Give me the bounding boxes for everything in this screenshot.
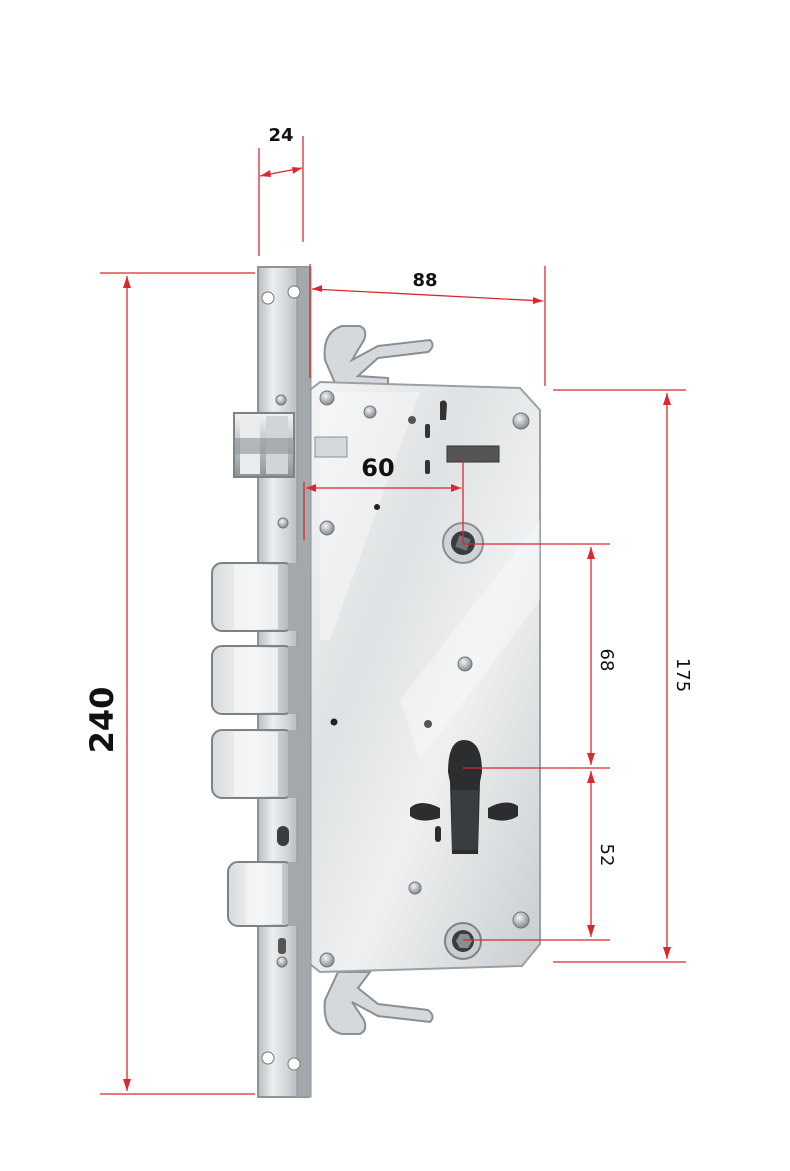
- dim-label-68: 68: [596, 649, 617, 672]
- arrow-60-right: [451, 484, 461, 492]
- case-screw-top-right: [512, 412, 530, 430]
- small-hole: [374, 504, 380, 510]
- faceplate-hole: [287, 1057, 301, 1071]
- faceplate-hole-oval: [277, 826, 289, 846]
- arrow-68-bottom: [587, 753, 595, 765]
- deadbolt-2: [211, 645, 302, 715]
- dim-label-240: 240: [83, 687, 121, 754]
- faceplate-screw: [277, 517, 289, 529]
- dim-label-60: 60: [361, 454, 394, 482]
- dim-label-88: 88: [412, 270, 437, 291]
- deadbolt-3: [211, 729, 302, 799]
- arrow-175-top: [663, 393, 671, 405]
- lock-body: [211, 266, 541, 1098]
- dim-label-52: 52: [596, 844, 617, 867]
- slot: [425, 424, 430, 438]
- dimension-arrowheads: [123, 167, 671, 1091]
- case-screw-top-left: [319, 390, 335, 406]
- arrow-175-bottom: [663, 947, 671, 959]
- arrow-24-left: [260, 170, 271, 177]
- deadbolt-1: [211, 562, 302, 632]
- arrow-240-top: [123, 276, 131, 288]
- case-screw-bottom-right: [512, 911, 530, 929]
- faceplate-hole: [261, 1051, 275, 1065]
- horizontal-slot: [446, 445, 500, 463]
- dimension-lines: [100, 136, 686, 1095]
- faceplate-hole: [287, 285, 301, 299]
- cylinder-side-slot: [488, 802, 518, 821]
- arrow-60-left: [306, 484, 316, 492]
- slot: [425, 460, 430, 474]
- arrow-52-top: [587, 771, 595, 783]
- cylinder-small-slot: [435, 826, 441, 842]
- latch-window: [314, 436, 348, 458]
- case-screw-lower: [408, 881, 422, 895]
- cylinder-cutout-edge: [452, 790, 478, 850]
- case-screw-bottom-left: [319, 952, 335, 968]
- dim-label-24: 24: [268, 125, 293, 146]
- arrow-88-right: [533, 297, 543, 304]
- arrow-24-right: [292, 167, 302, 174]
- latch-bolt: [233, 412, 295, 478]
- small-hole: [408, 416, 416, 424]
- faceplate-hole: [261, 291, 275, 305]
- arrow-240-bottom: [123, 1079, 131, 1091]
- dim-88-line: [311, 288, 544, 302]
- small-hole: [424, 720, 432, 728]
- faceplate-slot: [278, 938, 286, 954]
- case-screw-left: [319, 520, 335, 536]
- spindle-hex: [456, 934, 472, 948]
- top-hook: [323, 325, 434, 393]
- dim-label-175: 175: [672, 658, 693, 692]
- faceplate-screw: [276, 956, 288, 968]
- bottom-hook: [323, 971, 434, 1035]
- arrow-88-left: [312, 285, 322, 292]
- case-screw-top-left-2: [363, 405, 377, 419]
- arrow-52-bottom: [587, 925, 595, 937]
- case-sheen: [320, 392, 540, 760]
- small-hole: [330, 718, 338, 726]
- case-screw-mid: [457, 656, 473, 672]
- arrow-68-top: [587, 547, 595, 559]
- deadbolt-4: [227, 861, 302, 927]
- faceplate-screw: [275, 394, 287, 406]
- cylinder-side-slot: [410, 803, 440, 821]
- slot: [440, 400, 447, 420]
